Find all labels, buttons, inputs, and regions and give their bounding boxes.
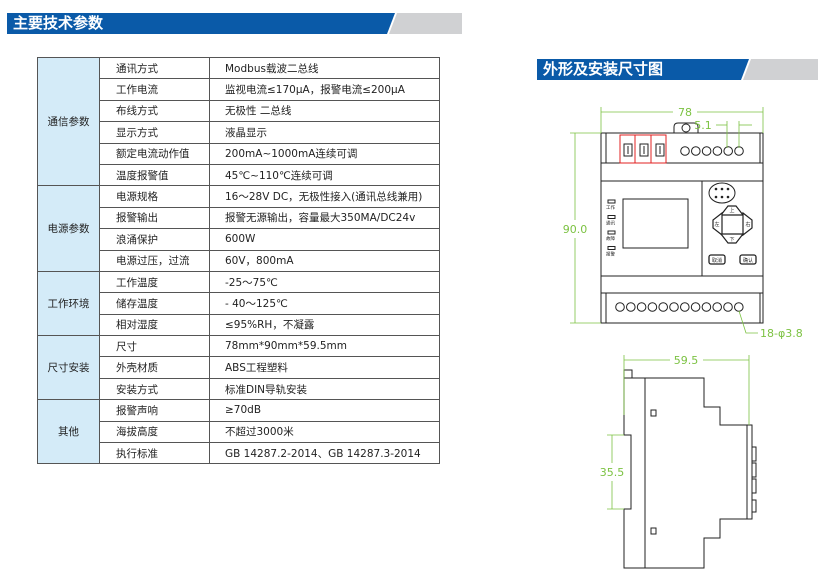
spec-value: GB 14287.2-2014、GB 14287.3-2014 (209, 442, 440, 465)
led-label: 故障 (606, 235, 615, 242)
spec-value: Modbus载波二总线 (209, 56, 440, 80)
rail-dimension: 35.5 (600, 466, 625, 479)
section-title: 外形及安装尺寸图 (537, 59, 749, 80)
key-label: 左 (714, 221, 719, 228)
table-row: 储存温度- 40～125℃ (38, 292, 440, 315)
width-dimension: 78 (678, 106, 692, 119)
spec-name: 电源过压，过流 (99, 249, 210, 272)
key-cancel (708, 254, 726, 265)
key-label: 取消 (712, 257, 722, 264)
led-indicator (607, 246, 616, 250)
header-decoration (389, 13, 462, 34)
terminal-hole (723, 146, 734, 156)
group-label: 工作环境 (37, 270, 100, 337)
terminal-hole (680, 302, 690, 312)
side-view (623, 369, 757, 569)
buzzer-hole (714, 195, 718, 199)
key-up (719, 205, 745, 216)
front-view (600, 122, 764, 324)
spec-name: 执行标准 (99, 442, 210, 465)
table-row: 报警输出报警无源输出，容量最大350MA/DC24v (38, 206, 440, 230)
terminal-hole (647, 302, 658, 312)
buzzer-hole (720, 195, 724, 199)
led-label: 通讯 (606, 220, 615, 227)
terminal-block (619, 134, 667, 164)
led-label: 工作 (606, 204, 615, 211)
key-right (742, 211, 753, 237)
terminal-hole (636, 302, 647, 312)
terminal-hole (669, 302, 679, 312)
key-left (712, 211, 723, 237)
terminal-hole (658, 302, 669, 312)
key-label: 右 (745, 221, 750, 228)
spec-value: - 40～125℃ (209, 292, 440, 315)
dimensions: 78 5.1 90.0 18-φ3.8 59.5 35.5 (563, 106, 803, 510)
buzzer-hole (720, 187, 724, 191)
terminal-hole (615, 302, 625, 312)
holes-dimension: 18-φ3.8 (760, 327, 803, 340)
height-dimension: 90.0 (563, 223, 588, 236)
terminal-hole (712, 146, 723, 156)
spec-name: 温度报警值 (99, 163, 210, 187)
led-indicator (607, 230, 616, 235)
buzzer-hole (726, 187, 730, 191)
table-row: 布线方式无极性 二总线 (38, 99, 440, 123)
terminal-hole (626, 302, 636, 312)
key-label: 下 (729, 237, 734, 243)
section-header-specs: 主要技术参数 (7, 13, 462, 34)
depth-dimension: 59.5 (674, 354, 699, 367)
section-title: 主要技术参数 (7, 13, 395, 34)
buzzer-hole (714, 187, 718, 191)
led-indicator (607, 199, 616, 204)
spec-name: 安装方式 (99, 377, 210, 401)
terminal-hole (723, 302, 733, 312)
section-header-dimensions: 外形及安装尺寸图 (537, 59, 818, 80)
group-label: 电源参数 (37, 185, 100, 272)
terminal-hole (712, 302, 723, 312)
group-label: 其他 (37, 399, 100, 465)
led-label: 报警 (606, 251, 615, 258)
led-indicator (607, 215, 616, 219)
lcd-screen (622, 198, 689, 249)
table-row: 其他报警声响≥70dB (37, 399, 440, 465)
key-label: 上 (729, 207, 734, 214)
terminal-hole (690, 302, 701, 312)
group-label: 通信参数 (37, 56, 100, 187)
key-confirm (739, 254, 757, 265)
terminal-hole (680, 146, 690, 156)
header-decoration (743, 59, 818, 80)
terminal-hole (701, 146, 712, 156)
pitch-dimension: 5.1 (694, 119, 712, 132)
spec-value: 标准DIN导轨安装 (209, 377, 440, 401)
table-row: 额定电流动作值 200mA~1000mA连续可调 (38, 142, 440, 165)
spec-value: 监视电流≤170μA，报警电流≤200μA (209, 78, 440, 101)
key-label: 确认 (743, 257, 753, 264)
key-down (719, 233, 745, 244)
terminal-hole (691, 146, 701, 156)
spec-name: 外壳材质 (99, 356, 210, 379)
table-row: 安装方式标准DIN导轨安装 (38, 377, 440, 401)
terminal-hole (701, 302, 712, 312)
table-row: 相对湿度≤95%RH，不凝露 (38, 313, 440, 337)
buzzer-hole (726, 195, 730, 199)
terminal-hole (734, 302, 744, 312)
